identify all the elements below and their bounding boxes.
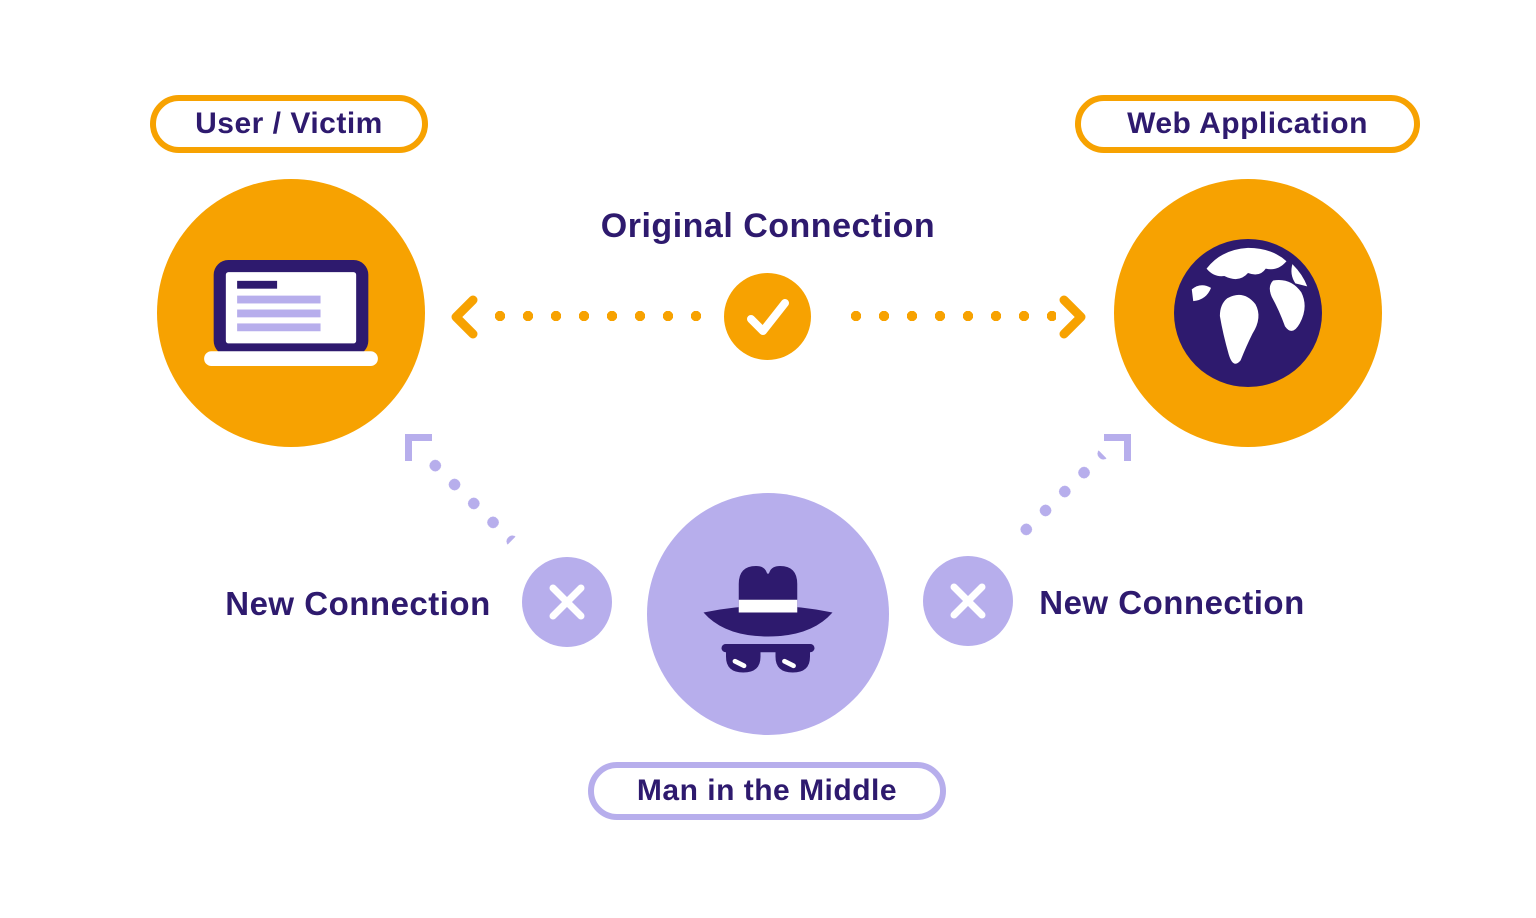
web-application-label-pill: Web Application xyxy=(1075,95,1420,153)
new-connection-left-status xyxy=(522,557,612,647)
user-victim-label-pill: User / Victim xyxy=(150,95,428,153)
x-icon xyxy=(545,580,589,624)
new-connection-right-label: New Connection xyxy=(1039,584,1305,621)
user-victim-label: User / Victim xyxy=(195,107,383,140)
original-connection-dots-left xyxy=(486,309,714,323)
new-connection-dots-right xyxy=(1012,449,1108,544)
man-in-the-middle-node xyxy=(647,493,889,735)
chevron-left-icon xyxy=(449,295,481,339)
new-connection-dots-left xyxy=(421,451,517,546)
laptop-icon xyxy=(204,260,378,366)
x-icon xyxy=(946,579,990,623)
check-icon xyxy=(743,295,793,339)
corner-arrow-up-left-icon xyxy=(405,434,432,461)
man-in-the-middle-label-pill: Man in the Middle xyxy=(588,762,946,820)
spy-incognito-icon xyxy=(693,539,843,689)
original-connection-dots-right xyxy=(842,309,1056,323)
user-victim-node xyxy=(157,179,425,447)
corner-arrow-up-right-icon xyxy=(1104,434,1131,461)
new-connection-right-status xyxy=(923,556,1013,646)
original-connection-label: Original Connection xyxy=(600,207,936,245)
new-connection-left-label: New Connection xyxy=(225,585,491,622)
man-in-the-middle-label: Man in the Middle xyxy=(636,774,898,807)
original-connection-status xyxy=(724,273,811,360)
globe-icon xyxy=(1174,239,1322,387)
chevron-right-icon xyxy=(1056,295,1088,339)
web-application-label: Web Application xyxy=(1127,107,1368,140)
web-application-node xyxy=(1114,179,1382,447)
